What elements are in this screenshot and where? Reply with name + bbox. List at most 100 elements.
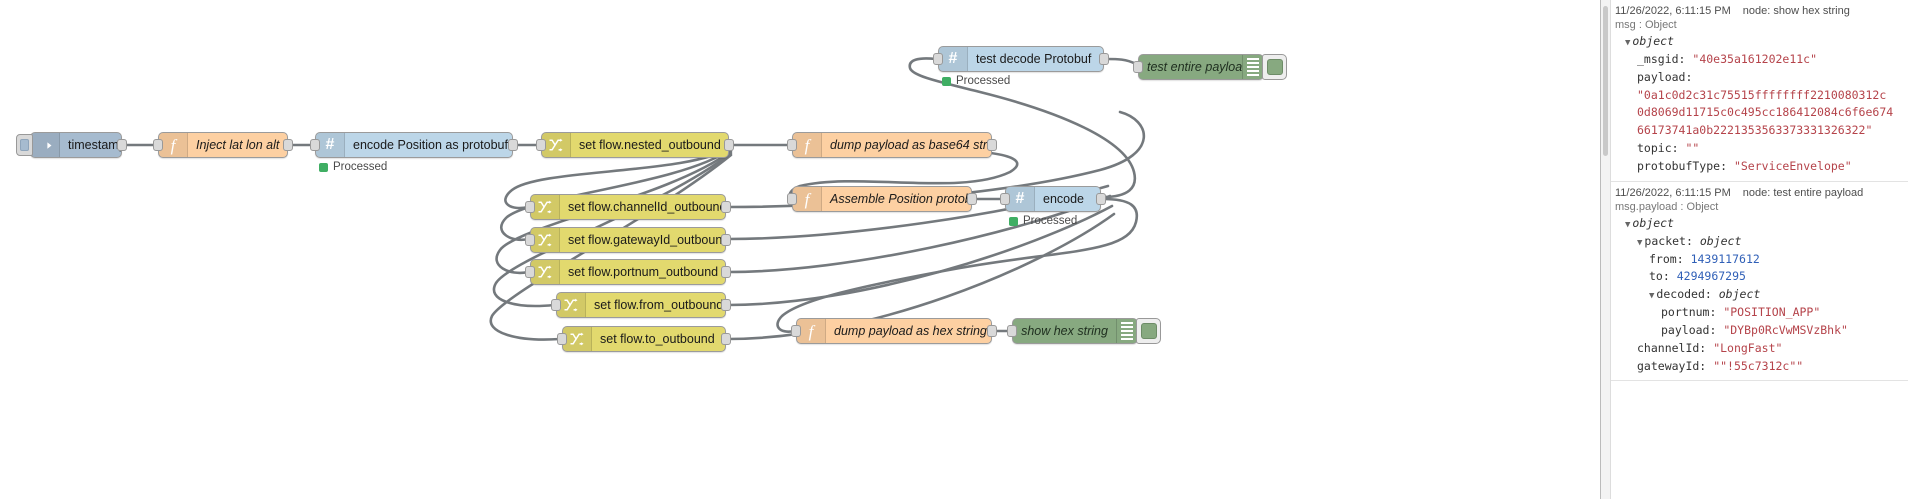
debug-key: protobufType: bbox=[1637, 158, 1728, 173]
debug-tree-row[interactable]: ▼packet: object bbox=[1615, 233, 1902, 251]
debug-tree-row[interactable]: portnum: "POSITION_APP" bbox=[1615, 304, 1902, 322]
debug-tree-row[interactable]: 0d8069d11715c0c495cc186412084c6f6e674 bbox=[1615, 104, 1902, 122]
node-input-port[interactable] bbox=[525, 201, 535, 213]
node-output-port[interactable] bbox=[721, 333, 731, 345]
debug-tree-row[interactable]: from: 1439117612 bbox=[1615, 251, 1902, 269]
debug-object-tree[interactable]: ▼object_msgid: "40e35a161202e11c"payload… bbox=[1615, 33, 1902, 176]
node-output-port[interactable] bbox=[721, 234, 731, 246]
node-encode-position[interactable]: #encode Position as protobuf bbox=[310, 132, 518, 158]
node-set-portnum[interactable]: set flow.portnum_outbound bbox=[525, 259, 731, 285]
node-output-port[interactable] bbox=[508, 139, 518, 151]
node-test-decode[interactable]: #test decode Protobuf bbox=[933, 46, 1109, 72]
node-input-port[interactable] bbox=[787, 193, 797, 205]
debug-tree-row[interactable]: protobufType: "ServiceEnvelope" bbox=[1615, 158, 1902, 176]
debug-tree-row[interactable]: gatewayId: ""!55c7312c"" bbox=[1615, 358, 1902, 376]
node-status-label: Processed bbox=[956, 75, 1011, 87]
debug-value: "LongFast" bbox=[1713, 340, 1783, 355]
node-timestamp[interactable]: timestamp bbox=[16, 132, 127, 158]
debug-tree-row[interactable]: _msgid: "40e35a161202e11c" bbox=[1615, 51, 1902, 69]
node-output-port[interactable] bbox=[721, 299, 731, 311]
debug-key: payload: bbox=[1637, 69, 1693, 84]
debug-message[interactable]: 11/26/2022, 6:11:15 PM node: test entire … bbox=[1611, 182, 1908, 382]
node-output-port[interactable] bbox=[724, 139, 734, 151]
node-input-port[interactable] bbox=[1007, 325, 1017, 337]
debug-tree-row[interactable]: payload: bbox=[1615, 69, 1902, 87]
node-input-port[interactable] bbox=[525, 266, 535, 278]
node-input-port[interactable] bbox=[310, 139, 320, 151]
debug-lines-icon bbox=[1116, 319, 1137, 343]
debug-source-node[interactable]: node: show hex string bbox=[1742, 5, 1850, 17]
debug-source-node[interactable]: node: test entire payload bbox=[1742, 186, 1864, 199]
node-output-port[interactable] bbox=[283, 139, 293, 151]
node-label: set flow.gatewayId_outbound bbox=[568, 233, 725, 247]
node-label: dump payload as hex string bbox=[834, 324, 987, 338]
sidebar-scrollbar[interactable] bbox=[1601, 0, 1611, 499]
node-input-port[interactable] bbox=[787, 139, 797, 151]
node-input-port[interactable] bbox=[933, 53, 943, 65]
node-encode[interactable]: #encode bbox=[1000, 186, 1106, 212]
debug-tree-row[interactable]: channelId: "LongFast" bbox=[1615, 340, 1902, 358]
node-set-gatewayid[interactable]: set flow.gatewayId_outbound bbox=[525, 227, 731, 253]
debug-tree-row[interactable]: "0a1c0d2c31c75515ffffffff2210080312c bbox=[1615, 87, 1902, 105]
debug-value: "ServiceEnvelope" bbox=[1733, 158, 1852, 173]
node-input-port[interactable] bbox=[536, 139, 546, 151]
node-label: dump payload as base64 string bbox=[830, 138, 991, 152]
node-output-port[interactable] bbox=[721, 266, 731, 278]
node-output-port[interactable] bbox=[987, 139, 997, 151]
debug-message-list[interactable]: 11/26/2022, 6:11:15 PM node: show hex str… bbox=[1611, 0, 1908, 499]
debug-key: payload: bbox=[1661, 322, 1717, 337]
debug-value: 66173741a0b2221353563373331326322" bbox=[1637, 123, 1873, 138]
debug-tree-row[interactable]: 66173741a0b2221353563373331326322" bbox=[1615, 122, 1902, 140]
node-output-port[interactable] bbox=[967, 193, 977, 205]
debug-property-path: msg.payload : Object bbox=[1615, 200, 1719, 213]
node-output-port[interactable] bbox=[117, 139, 127, 151]
shuffle-icon bbox=[531, 260, 560, 284]
node-input-port[interactable] bbox=[1000, 193, 1010, 205]
function-f-icon: f bbox=[159, 133, 188, 157]
debug-tree-root[interactable]: ▼object bbox=[1615, 33, 1902, 51]
debug-tree-root[interactable]: ▼object bbox=[1615, 215, 1902, 233]
node-label: set flow.nested_outbound bbox=[579, 138, 721, 152]
debug-tree-row[interactable]: ▼decoded: object bbox=[1615, 286, 1902, 304]
debug-root-type: object bbox=[1632, 215, 1674, 230]
node-input-port[interactable] bbox=[1133, 61, 1143, 73]
debug-enable-toggle[interactable] bbox=[1262, 54, 1287, 80]
node-input-port[interactable] bbox=[525, 234, 535, 246]
debug-tree-row[interactable]: payload: "DYBp0RcVwMSVzBhk" bbox=[1615, 322, 1902, 340]
debug-enable-toggle[interactable] bbox=[1136, 318, 1161, 344]
debug-tree-row[interactable]: to: 4294967295 bbox=[1615, 268, 1902, 286]
node-input-port[interactable] bbox=[551, 299, 561, 311]
node-output-port[interactable] bbox=[1096, 193, 1106, 205]
node-set-to[interactable]: set flow.to_outbound bbox=[557, 326, 731, 352]
node-input-port[interactable] bbox=[791, 325, 801, 337]
expand-toggle-icon[interactable]: ▼ bbox=[1625, 219, 1631, 230]
expand-toggle-icon[interactable]: ▼ bbox=[1625, 38, 1631, 48]
expand-toggle-icon[interactable]: ▼ bbox=[1637, 237, 1643, 248]
node-output-port[interactable] bbox=[987, 325, 997, 337]
node-output-port[interactable] bbox=[1099, 53, 1109, 65]
node-input-port[interactable] bbox=[153, 139, 163, 151]
debug-tree-row[interactable]: topic: "" bbox=[1615, 140, 1902, 158]
node-set-channelid[interactable]: set flow.channelId_outbound bbox=[525, 194, 731, 220]
expand-toggle-icon[interactable]: ▼ bbox=[1649, 291, 1655, 302]
node-status-label: Processed bbox=[333, 161, 388, 173]
node-input-port[interactable] bbox=[557, 333, 567, 345]
debug-property-path: msg : Object bbox=[1615, 19, 1677, 31]
debug-node-show-hex-string[interactable]: show hex string bbox=[1007, 318, 1161, 344]
node-label: set flow.channelId_outbound bbox=[568, 200, 725, 214]
debug-node-test-entire-payload[interactable]: test entire payload bbox=[1133, 54, 1287, 80]
sidebar-scrollbar-thumb[interactable] bbox=[1603, 6, 1608, 156]
node-set-from[interactable]: set flow.from_outbound bbox=[551, 292, 731, 318]
inject-trigger-button[interactable] bbox=[16, 134, 33, 156]
node-output-port[interactable] bbox=[721, 201, 731, 213]
node-set-nested[interactable]: set flow.nested_outbound bbox=[536, 132, 734, 158]
debug-timestamp: 11/26/2022, 6:11:15 PM bbox=[1615, 186, 1731, 199]
